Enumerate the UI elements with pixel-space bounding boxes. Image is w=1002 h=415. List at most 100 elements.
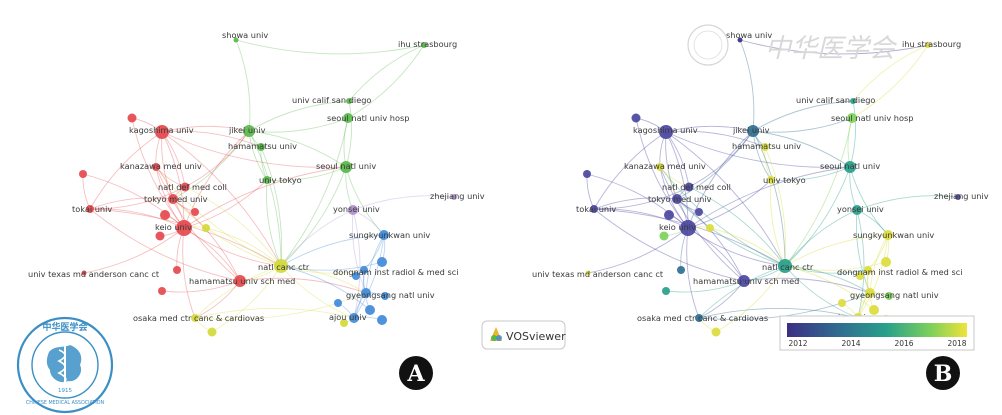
network-node-unlabeled[interactable]: [334, 299, 342, 307]
network-node-unlabeled[interactable]: [659, 231, 669, 241]
edge: [856, 195, 959, 211]
network-node-osaka-med-ctr-canc-cardiovas[interactable]: [695, 314, 703, 322]
network-node-tokai-univ[interactable]: [86, 205, 94, 213]
network-node-unlabeled[interactable]: [207, 327, 217, 337]
vosviewer-logo-dot-green: [491, 335, 497, 341]
network-node-unlabeled[interactable]: [711, 327, 721, 337]
edge: [183, 227, 282, 267]
network-node-unlabeled[interactable]: [885, 292, 893, 300]
edge: [352, 195, 455, 211]
edge: [280, 265, 355, 319]
network-node-unlabeled[interactable]: [583, 170, 591, 178]
edge: [784, 261, 887, 271]
network-node-dongnam-inst-radiol-med-sci[interactable]: [360, 266, 368, 274]
network-node-unlabeled[interactable]: [706, 224, 714, 232]
network-node-seoul-natl-univ-hosp[interactable]: [847, 113, 857, 123]
network-node-gyeongsang-natl-univ[interactable]: [865, 288, 875, 298]
network-node-jikei-univ[interactable]: [243, 125, 255, 137]
network-node-unlabeled[interactable]: [202, 224, 210, 232]
network-node-showa-univ[interactable]: [737, 37, 743, 43]
network-node-unlabeled[interactable]: [856, 272, 864, 280]
network-node-unlabeled[interactable]: [352, 272, 360, 280]
edge: [155, 166, 282, 267]
network-node-seoul-natl-univ[interactable]: [844, 161, 856, 173]
network-node-ihu-strasbourg[interactable]: [925, 42, 931, 48]
network-node-ihu-strasbourg[interactable]: [421, 42, 427, 48]
network-node-seoul-natl-univ-hosp[interactable]: [343, 113, 353, 123]
network-node-unlabeled[interactable]: [377, 257, 387, 267]
network-node-hamamatsu-univ-sch-med[interactable]: [738, 275, 750, 287]
network-node-unlabeled[interactable]: [838, 299, 846, 307]
network-node-unlabeled[interactable]: [664, 210, 674, 220]
edge: [172, 198, 241, 282]
network-node-unlabeled[interactable]: [340, 319, 348, 327]
network-node-unlabeled[interactable]: [127, 113, 137, 123]
network-node-tokai-univ[interactable]: [590, 205, 598, 213]
network-node-unlabeled[interactable]: [869, 305, 879, 315]
edge: [784, 166, 851, 267]
node-label-tokyo-med-univ: tokyo med univ: [144, 194, 208, 204]
node-label-univ-calif-san-diego: univ calif san diego: [292, 95, 371, 105]
edge: [869, 234, 889, 294]
network-node-univ-texas-md-anderson-canc-ct[interactable]: [585, 270, 591, 276]
network-node-tokyo-med-univ[interactable]: [672, 194, 682, 204]
network-node-unlabeled[interactable]: [191, 208, 199, 216]
network-node-unlabeled[interactable]: [881, 257, 891, 267]
network-node-zhejiang-univ[interactable]: [955, 194, 961, 200]
edge: [184, 130, 250, 188]
network-node-univ-calif-san-diego[interactable]: [850, 98, 856, 104]
network-node-natl-canc-ctr[interactable]: [274, 259, 288, 273]
edge: [131, 117, 185, 229]
network-node-univ-texas-md-anderson-canc-ct[interactable]: [81, 270, 87, 276]
network-node-gyeongsang-natl-univ[interactable]: [361, 288, 371, 298]
network-node-keio-univ[interactable]: [680, 220, 696, 236]
network-node-sungkyunkwan-univ[interactable]: [883, 230, 893, 240]
network-node-hamamatsu-univ-sch-med[interactable]: [234, 275, 246, 287]
network-node-unlabeled[interactable]: [377, 315, 387, 325]
network-node-univ-calif-san-diego[interactable]: [346, 98, 352, 104]
network-node-unlabeled[interactable]: [381, 292, 389, 300]
network-node-kagoshima-univ[interactable]: [659, 125, 673, 139]
network-node-jikei-univ[interactable]: [747, 125, 759, 137]
node-label-zhejiang-univ: zhejiang univ: [934, 191, 989, 201]
network-node-hamamatsu-univ[interactable]: [761, 143, 769, 151]
network-node-unlabeled[interactable]: [695, 208, 703, 216]
vosviewer-badge[interactable]: VOSviewer: [481, 320, 566, 350]
network-node-unlabeled[interactable]: [155, 231, 165, 241]
edge: [593, 208, 745, 282]
edge: [739, 39, 929, 55]
network-node-keio-univ[interactable]: [176, 220, 192, 236]
network-node-univ-tokyo[interactable]: [767, 176, 775, 184]
network-node-tokyo-med-univ[interactable]: [168, 194, 178, 204]
network-node-showa-univ[interactable]: [233, 37, 239, 43]
network-node-unlabeled[interactable]: [160, 210, 170, 220]
network-node-unlabeled[interactable]: [365, 305, 375, 315]
network-node-natl-def-med-coll[interactable]: [684, 182, 694, 192]
network-node-hamamatsu-univ[interactable]: [257, 143, 265, 151]
network-node-ajou-univ[interactable]: [349, 313, 359, 323]
network-node-natl-canc-ctr[interactable]: [778, 259, 792, 273]
network-node-kanazawa-med-univ[interactable]: [152, 163, 160, 171]
network-node-yonsei-univ[interactable]: [348, 205, 358, 215]
network-node-yonsei-univ[interactable]: [852, 205, 862, 215]
node-label-kanazawa-med-univ: kanazawa med univ: [624, 161, 706, 171]
network-node-sungkyunkwan-univ[interactable]: [379, 230, 389, 240]
network-node-kanazawa-med-univ[interactable]: [656, 163, 664, 171]
node-label-showa-univ: showa univ: [222, 30, 268, 40]
network-node-kagoshima-univ[interactable]: [155, 125, 169, 139]
network-node-univ-tokyo[interactable]: [263, 176, 271, 184]
network-node-unlabeled[interactable]: [662, 287, 670, 295]
network-node-natl-def-med-coll[interactable]: [180, 182, 190, 192]
network-node-unlabeled[interactable]: [677, 266, 685, 274]
network-node-seoul-natl-univ[interactable]: [340, 161, 352, 173]
network-node-unlabeled[interactable]: [631, 113, 641, 123]
logo-subtitle: CHINESE MEDICAL ASSOCIATION: [26, 400, 105, 406]
cma-logo: 中华医学会 CHINESE MEDICAL ASSOCIATION 1915: [16, 316, 114, 414]
network-node-unlabeled[interactable]: [173, 266, 181, 274]
network-node-zhejiang-univ[interactable]: [451, 194, 457, 200]
network-node-unlabeled[interactable]: [79, 170, 87, 178]
network-node-unlabeled[interactable]: [158, 287, 166, 295]
network-node-osaka-med-ctr-canc-cardiovas[interactable]: [191, 314, 199, 322]
network-node-dongnam-inst-radiol-med-sci[interactable]: [864, 266, 872, 274]
